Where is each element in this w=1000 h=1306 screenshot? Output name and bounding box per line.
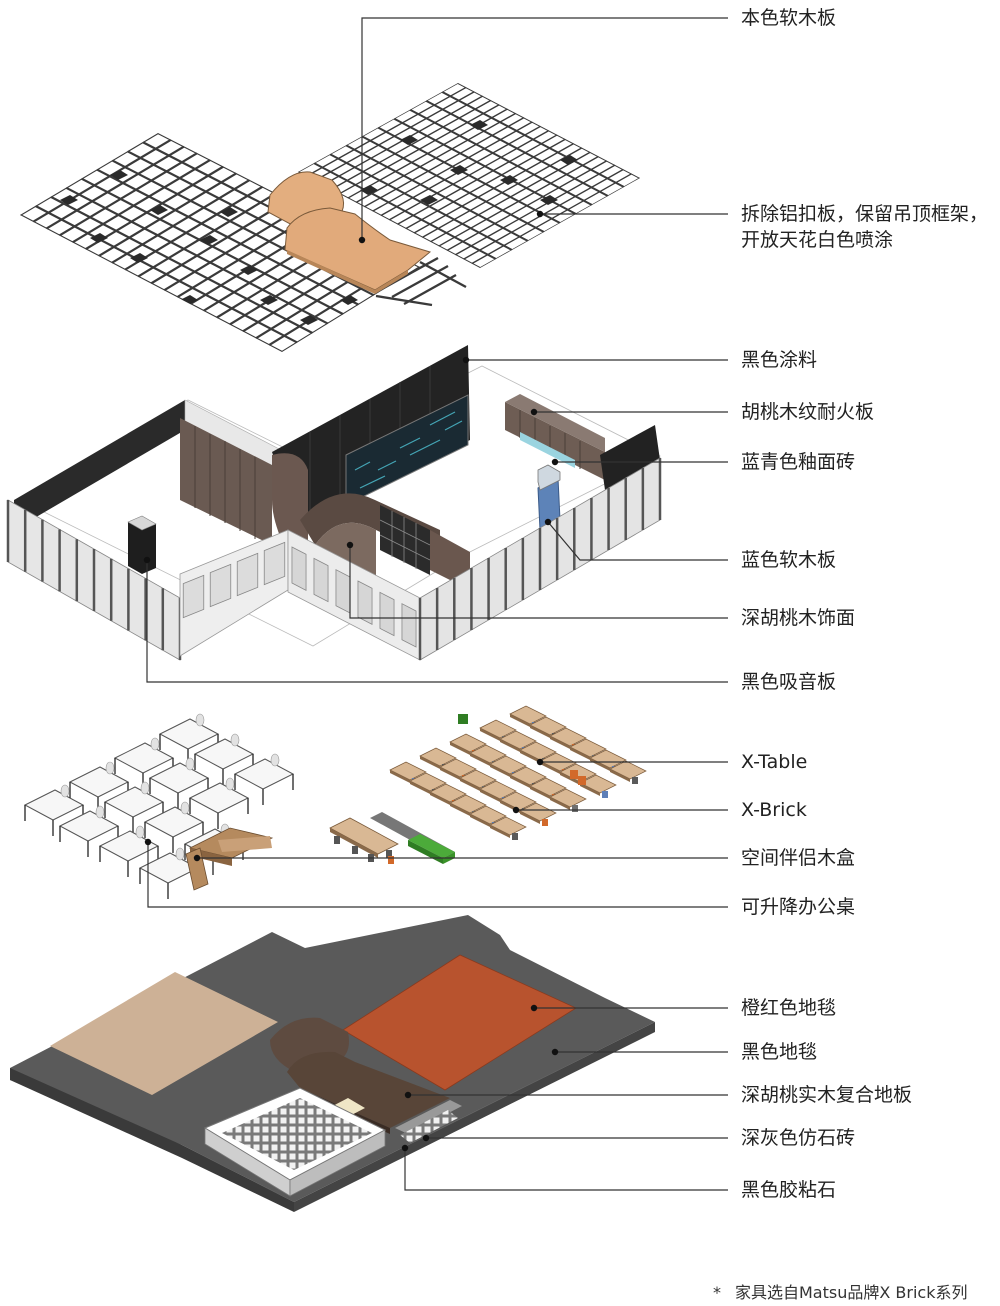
front-glazing-left [6,499,182,661]
label-blue-cork-board: 蓝色软木板 [741,549,837,571]
label-ceiling-note-line2: 开放天花白色喷涂 [741,229,894,251]
label-dark-grey-stone-tile: 深灰色仿石砖 [741,1127,856,1149]
walnut-wall-left [180,418,272,545]
companion-wood-box [185,827,274,891]
label-lifting-desk: 可升降办公桌 [741,896,856,918]
black-wall-left [14,400,185,530]
label-black-carpet: 黑色地毯 [741,1041,818,1063]
leader-lines [146,17,728,1191]
label-orange-red-carpet: 橙红色地毯 [741,997,837,1019]
footnote: * 家具选自Matsu品牌X Brick系列 [713,1279,967,1303]
label-x-table: X-Table [741,751,808,773]
label-space-companion-box: 空间伴侣木盒 [741,847,856,869]
label-teal-glazed-tile: 蓝青色釉面砖 [741,451,856,473]
black-paint-wall [272,345,470,530]
lifting-desk-clusters [23,713,295,899]
label-walnut-engineered-floor: 深胡桃实木复合地板 [741,1084,913,1106]
label-ceiling-note: 拆除铝扣板，保留吊顶框架， 开放天花白色喷涂 [741,201,988,253]
footnote-mark: * [713,1283,721,1302]
beige-carpet [50,972,278,1095]
furniture-layer [23,705,647,899]
teal-tile-wall [345,394,469,506]
front-glazing-middle [179,529,421,661]
footnote-text: 家具选自Matsu品牌X Brick系列 [735,1283,968,1302]
label-black-paint: 黑色涂料 [741,349,818,371]
label-black-acoustic-panel: 黑色吸音板 [741,671,837,693]
x-table-array [389,705,647,840]
label-natural-cork-board: 本色软木板 [741,7,837,29]
stone-tile-area [203,1087,462,1197]
leader-dots [143,210,559,1152]
floor-layer [10,915,655,1212]
cork-ceiling-panels [267,171,432,294]
label-dark-walnut-veneer: 深胡桃木饰面 [741,607,856,629]
label-black-terrazzo: 黑色胶粘石 [741,1179,837,1201]
small-meeting-table [329,817,399,864]
ceiling-grid-fragments [375,256,467,307]
label-walnut-fireproof-board: 胡桃木纹耐火板 [741,401,875,423]
label-ceiling-note-line1: 拆除铝扣板，保留吊顶框架， [741,203,989,225]
walls-layer [6,345,662,661]
ceiling-layer [20,83,640,352]
front-glazing-right [418,457,662,661]
ceiling-grid-right [298,83,640,268]
label-x-brick: X-Brick [741,799,807,821]
